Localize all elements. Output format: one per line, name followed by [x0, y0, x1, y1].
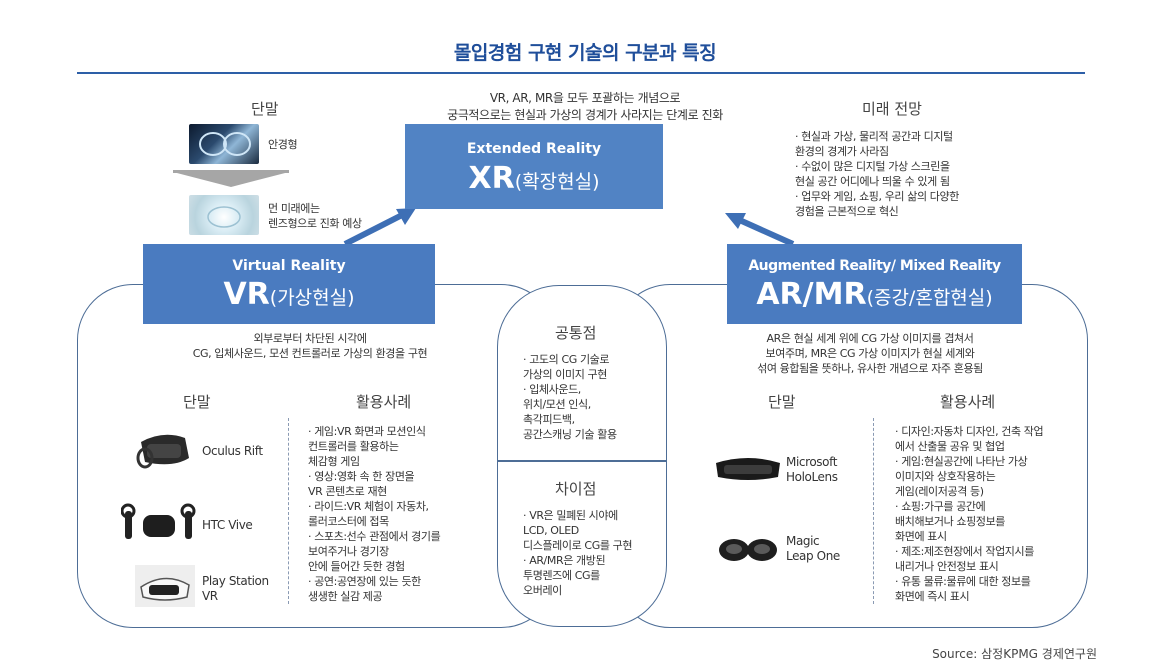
comparison-panel-outline	[497, 285, 667, 627]
future-bullets: · 현실과 가상, 물리적 공간과 디지털 환경의 경계가 사라짐 · 수없이 …	[795, 130, 959, 218]
diff-heading: 차이점	[555, 480, 597, 498]
hololens-icon	[716, 458, 780, 480]
evolution-arrow	[173, 172, 289, 187]
oculus-rift-icon	[136, 434, 189, 469]
ar-to-xr-arrow	[733, 215, 795, 247]
vr-subtitle: Virtual Reality	[232, 258, 346, 274]
evolution-arrow-bar	[173, 170, 289, 173]
device-oculus-rift: Oculus Rift	[202, 444, 263, 458]
common-heading: 공통점	[555, 324, 597, 342]
device-magic-leap: Magic Leap One	[786, 534, 840, 563]
xr-description: VR, AR, MR을 모두 포괄하는 개념으로 궁극적으로는 현실과 가상의 …	[447, 91, 723, 122]
ar-description: AR은 현실 세계 위에 CG 가상 이미지를 겹쳐서 보여주며, MR은 CG…	[757, 332, 983, 375]
terminal-item-lens: 먼 미래에는 렌즈형으로 진화 예상	[268, 202, 362, 230]
diff-bullets: · VR은 밀폐된 시야에 LCD, OLED 디스플레이로 CG를 구현 · …	[523, 509, 633, 597]
terminal-heading-top: 단말	[251, 100, 279, 118]
page-title: 몰입경험 구현 기술의 구분과 특징	[453, 42, 717, 64]
vr-title: VR(가상현실)	[223, 277, 355, 312]
xr-subtitle: Extended Reality	[466, 141, 602, 157]
ar-usage-list: · 디자인:자동차 디자인, 건축 작업 에서 산출물 공유 및 협업 · 게임…	[895, 425, 1044, 603]
vr-to-xr-arrow	[343, 209, 410, 247]
magic-leap-icon	[719, 539, 777, 561]
device-htc-vive: HTC Vive	[202, 518, 253, 532]
common-bullets: · 고도의 CG 기술로 가상의 이미지 구현 · 입체사운드, 위치/모션 인…	[523, 353, 617, 441]
comparison-divider	[498, 460, 666, 462]
device-playstation-vr: Play Station VR	[202, 574, 269, 603]
xr-box: Extended Reality XR(확장현실)	[405, 124, 663, 209]
source-note: Source: 삼정KPMG 경제연구원	[932, 647, 1097, 661]
xr-title: XR(확장현실)	[468, 161, 600, 196]
vr-terminal-heading: 단말	[183, 393, 211, 411]
future-heading: 미래 전망	[862, 100, 922, 118]
vr-usage-heading: 활용사례	[356, 393, 412, 411]
ar-subtitle: Augmented Reality/ Mixed Reality	[748, 258, 1001, 274]
vr-column-divider	[288, 418, 289, 604]
playstation-vr-icon	[135, 565, 195, 607]
ar-terminal-heading: 단말	[768, 393, 796, 411]
ar-box: Augmented Reality/ Mixed Reality AR/MR(증…	[727, 244, 1022, 324]
title-rule	[77, 72, 1085, 74]
htc-vive-icon	[121, 503, 196, 539]
contact-lens-image	[189, 195, 259, 235]
ar-usage-heading: 활용사례	[940, 393, 996, 411]
vr-to-xr-arrowhead	[396, 208, 416, 225]
vr-usage-list: · 게임:VR 화면과 모션인식 컨트롤러를 활용하는 체감형 게임 · 영상:…	[308, 425, 441, 603]
terminal-item-glasses: 안경형	[268, 138, 298, 151]
glasses-image	[189, 124, 259, 164]
vr-description: 외부로부터 차단된 시각에 CG, 입체사운드, 모션 컨트롤러로 가상의 환경…	[192, 332, 428, 360]
device-hololens: Microsoft HoloLens	[786, 455, 838, 484]
ar-to-xr-arrowhead	[725, 213, 746, 229]
ar-title: AR/MR(증강/혼합현실)	[756, 277, 993, 312]
vr-box: Virtual Reality VR(가상현실)	[143, 244, 435, 324]
ar-column-divider	[873, 418, 874, 604]
